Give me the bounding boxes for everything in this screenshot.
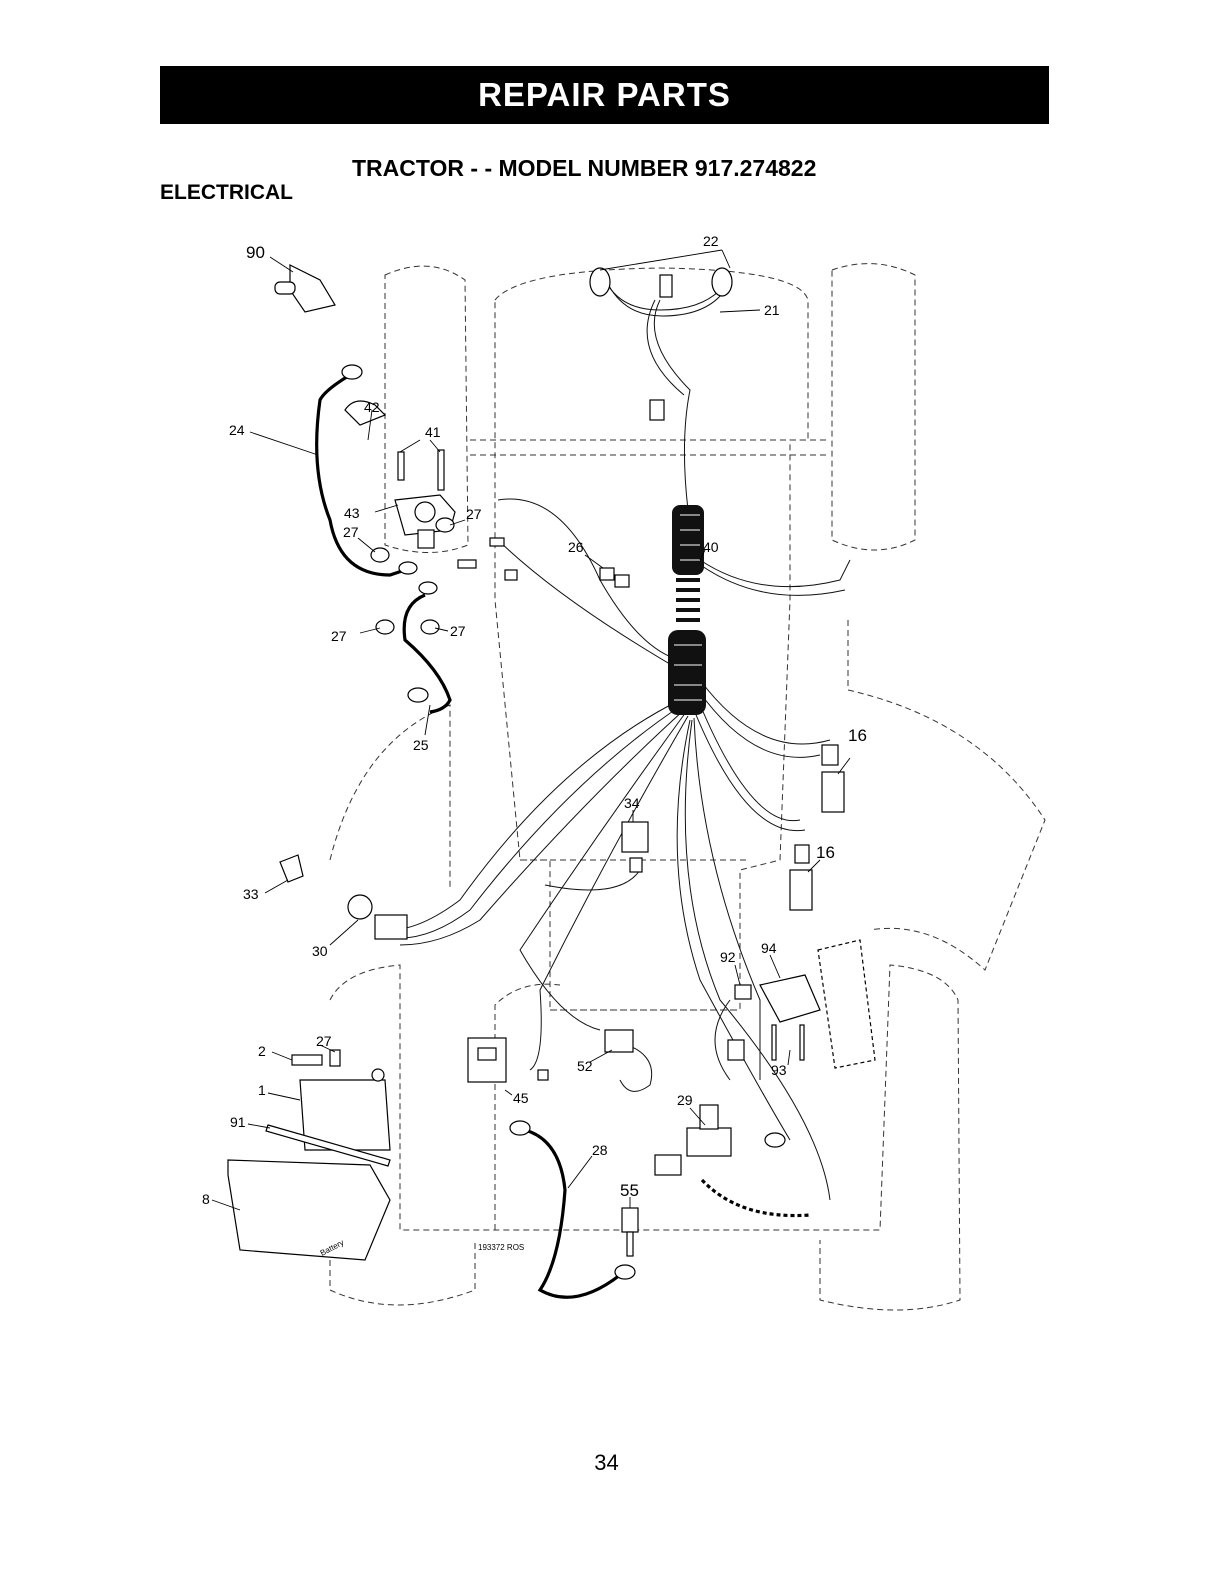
headlight-plug — [660, 275, 672, 297]
harness-plug — [650, 400, 664, 420]
part-33-key — [280, 855, 303, 882]
part-55-switch — [622, 1208, 638, 1256]
callout-16-b: 16 — [816, 843, 835, 862]
part-90-cap — [275, 265, 335, 312]
callout-22: 22 — [703, 233, 719, 249]
callout-27-a: 27 — [343, 524, 359, 540]
callout-27-d: 27 — [450, 623, 466, 639]
part-41-bolts — [398, 450, 444, 490]
part-29-pto-switch — [655, 1105, 731, 1175]
parts — [228, 265, 875, 1279]
callout-26: 26 — [568, 539, 584, 555]
callout-55: 55 — [620, 1181, 639, 1200]
callout-43: 43 — [344, 505, 360, 521]
callout-28: 28 — [592, 1142, 608, 1158]
callout-1: 1 — [258, 1082, 266, 1098]
callout-45: 45 — [513, 1090, 529, 1106]
callout-40: 40 — [703, 539, 719, 555]
callout-92: 92 — [720, 949, 736, 965]
leader-lines — [212, 250, 850, 1210]
callout-52: 52 — [577, 1058, 593, 1074]
page-number: 34 — [0, 1450, 1213, 1476]
callout-16-a: 16 — [848, 726, 867, 745]
callout-27-e: 27 — [316, 1033, 332, 1049]
part-34-switch — [622, 822, 648, 872]
callout-33: 33 — [243, 886, 259, 902]
callout-41: 41 — [425, 424, 441, 440]
part-16-switches — [790, 745, 844, 910]
callout-21: 21 — [764, 302, 780, 318]
coil-cable — [702, 1180, 810, 1216]
callout-91: 91 — [230, 1114, 246, 1130]
callout-27-b: 27 — [466, 506, 482, 522]
callout-34: 34 — [624, 795, 640, 811]
callout-94: 94 — [761, 940, 777, 956]
callout-2: 2 — [258, 1043, 266, 1059]
part-battery-assembly — [228, 1050, 390, 1260]
callout-42: 42 — [364, 399, 380, 415]
callout-24: 24 — [229, 422, 245, 438]
part-30-ignition — [348, 895, 407, 939]
part-92-94-93-brake-switch — [728, 940, 875, 1068]
part-45-module — [468, 1038, 506, 1082]
callout-8: 8 — [202, 1191, 210, 1207]
callout-25: 25 — [413, 737, 429, 753]
callout-93: 93 — [771, 1062, 787, 1078]
callout-27-c: 27 — [331, 628, 347, 644]
drawing-code: 193372 ROS — [478, 1243, 524, 1252]
battery-cables — [317, 375, 810, 1297]
callout-90: 90 — [246, 243, 265, 262]
callout-29: 29 — [677, 1092, 693, 1108]
harness-conduit — [668, 505, 706, 715]
callout-30: 30 — [312, 943, 328, 959]
